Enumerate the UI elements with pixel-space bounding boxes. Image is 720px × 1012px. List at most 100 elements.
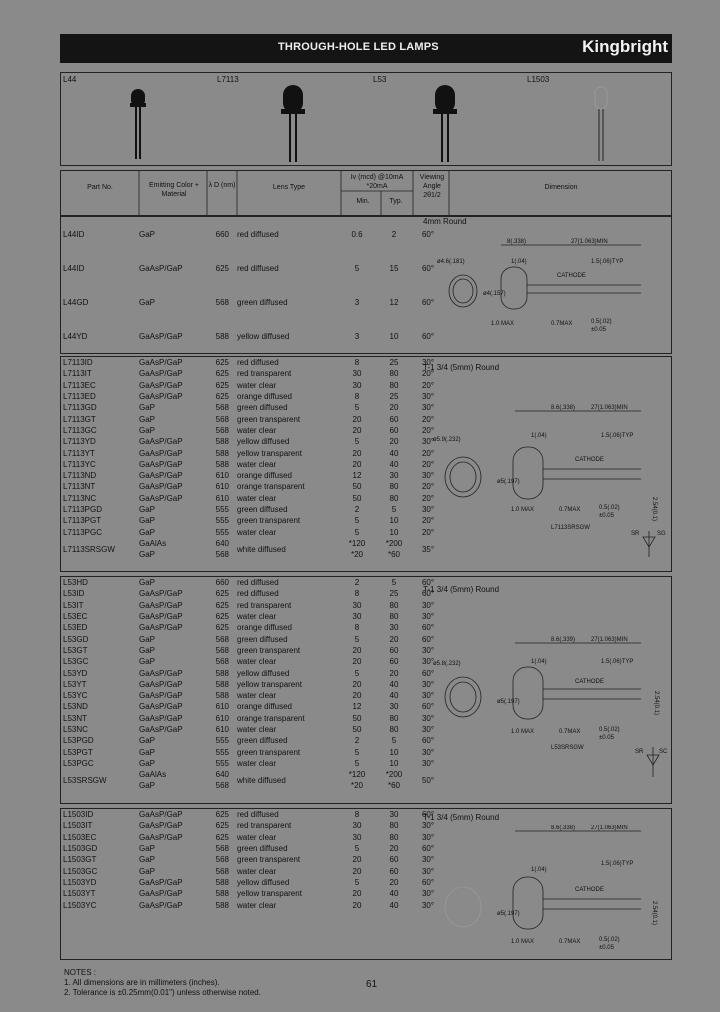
iv-min: 30 (352, 832, 362, 842)
dim-label: 27(1.063)MIN (591, 637, 628, 643)
iv-typ: 20 (389, 403, 399, 413)
material: GaP (139, 414, 156, 424)
col-typ: Typ. (389, 198, 403, 205)
material: GaAsP/GaP (139, 725, 183, 734)
dim-label: ø5.8(.232) (433, 661, 461, 667)
iv-typ: 20 (389, 844, 399, 854)
iv-min: 20 (352, 425, 362, 435)
iv-typ: 30 (389, 471, 399, 481)
wavelength: 625 (215, 832, 229, 842)
iv-typ: 60 (389, 425, 399, 435)
lamp-l44-image (130, 89, 146, 159)
lens-type: white diffused (237, 775, 286, 785)
material: GaAsP/GaP (139, 691, 183, 701)
iv-min: 8 (354, 358, 360, 368)
view-angle: 60° (421, 263, 435, 273)
dim-label: ±0.05 (599, 945, 615, 951)
view-angle: 60° (421, 668, 435, 678)
iv-min: 20 (352, 448, 362, 458)
iv-typ: 80 (389, 369, 399, 379)
dim-label: ø5(.197) (497, 911, 520, 917)
material: GaAlAs (139, 770, 167, 780)
iv-min: 0.6 (351, 229, 363, 239)
material: GaAsP/GaP (139, 437, 183, 447)
iv-min: 30 (352, 600, 362, 610)
dimension-drawing-l53: ø5.8(.232) 8.6(.339) 27(1.063)MIN 1(.04)… (433, 637, 667, 777)
wavelength: 555 (215, 516, 229, 526)
page-header: THROUGH-HOLE LED LAMPS Kingbright (60, 34, 672, 63)
dim-label: 2.54(0.1) (653, 691, 659, 715)
iv-min: 5 (354, 437, 360, 447)
material: GaAsP/GaP (139, 900, 183, 910)
dim-label: SR (631, 531, 640, 537)
iv-typ: 60 (389, 855, 399, 865)
iv-min: 12 (352, 702, 362, 712)
part-no: L53EC (63, 612, 88, 622)
material: GaAsP/GaP (139, 471, 183, 481)
view-angle: 60° (421, 877, 435, 887)
lens-type: green transparent (237, 645, 301, 655)
iv-typ: 40 (389, 448, 399, 458)
lamp-l53-image (433, 85, 457, 162)
iv-min: 5 (354, 747, 360, 757)
view-angle: 60° (421, 810, 435, 820)
part-no: L7113GC (63, 425, 97, 435)
header-grid (138, 171, 450, 215)
iv-min: 2 (354, 578, 360, 588)
dim-label: 2.54(0.1) (651, 901, 657, 925)
wavelength: 568 (215, 634, 229, 644)
material: GaP (139, 229, 156, 239)
note-1: 1. All dimensions are in millimeters (in… (64, 978, 220, 987)
view-angle: 60° (421, 634, 435, 644)
iv-typ: 80 (389, 612, 399, 622)
lens-type: red transparent (237, 821, 292, 831)
material: GaP (139, 516, 156, 526)
material: GaP (139, 866, 156, 876)
lens-type: white diffused (237, 544, 286, 554)
wavelength: 588 (215, 679, 229, 689)
material: GaAsP/GaP (139, 448, 183, 458)
view-angle: 30° (421, 758, 435, 768)
wavelength: 610 (215, 713, 229, 723)
iv-min: 8 (354, 623, 360, 633)
wavelength: 568 (215, 425, 229, 435)
iv-min: 8 (354, 589, 360, 599)
lens-type: green diffused (237, 297, 288, 307)
dimension-drawing-l1503: 8.6(.338) 27(1.063)MIN 1(.04) 1.5(.06)TY… (444, 825, 657, 951)
iv-min: *120 (348, 770, 366, 780)
material: GaAsP/GaP (139, 369, 183, 379)
iv-min: 5 (354, 844, 360, 854)
material: GaP (139, 758, 156, 768)
col-wavelength: λ D (nm) (208, 182, 236, 189)
view-angle: 30° (421, 392, 435, 402)
lamp-l1503-image (594, 86, 608, 161)
view-angle: 20° (421, 425, 435, 435)
dim-label: 0.5(.02) (591, 319, 612, 325)
material: GaAsP/GaP (139, 380, 183, 390)
lens-type: green transparent (237, 747, 301, 757)
iv-typ: 20 (389, 634, 399, 644)
material: GaAsP/GaP (139, 821, 183, 831)
dim-label: 1.0 MAX (511, 939, 534, 945)
wavelength: 610 (215, 471, 229, 481)
wavelength: 640 (215, 538, 229, 548)
part-no: L53ID (63, 589, 85, 599)
part-no: L53YT (63, 679, 87, 689)
dim-label: 1.5(.06)TYP (601, 433, 633, 439)
iv-typ: 40 (389, 459, 399, 469)
dim-label: 0.5(.02) (599, 937, 620, 943)
lens-type: orange diffused (237, 623, 293, 633)
part-no: L44GD (63, 297, 89, 307)
dim-label: 27(1.063)MIN (571, 239, 608, 245)
view-angle: 30° (421, 358, 435, 368)
dim-label: 2.54(0.1) (651, 497, 657, 521)
iv-min: *20 (350, 781, 363, 791)
